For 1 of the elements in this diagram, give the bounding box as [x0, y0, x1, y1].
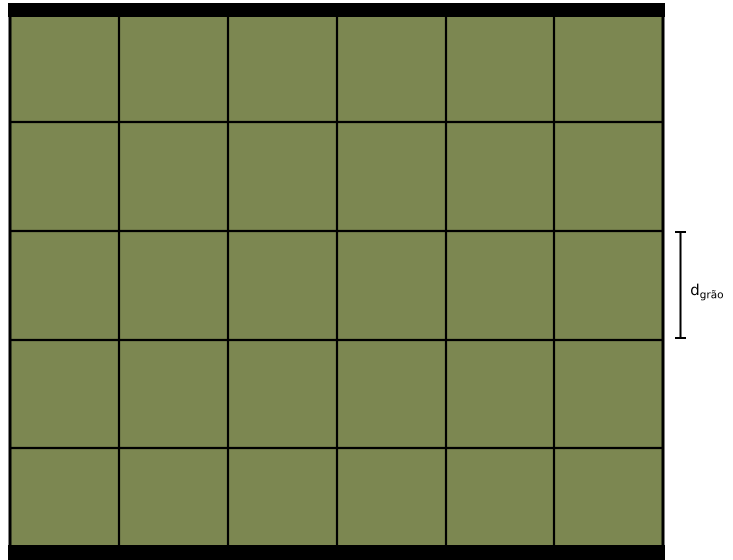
dimension-label: d$_{grão}$	[691, 284, 723, 300]
